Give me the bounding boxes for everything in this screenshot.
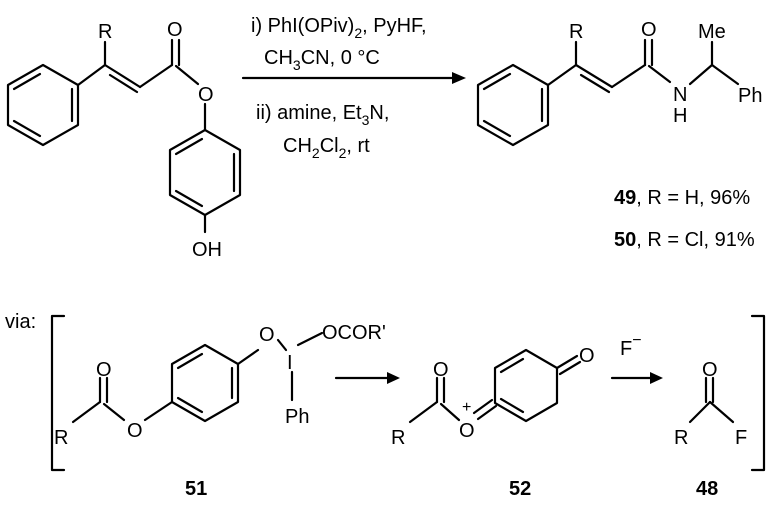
product-phenyl-ring <box>476 63 550 147</box>
phenyl-group: Ph <box>738 85 762 107</box>
iodine-atom: I <box>287 352 293 374</box>
product-amide: R O N H Me Ph <box>476 19 762 147</box>
arrow-52-to-48 <box>610 372 663 384</box>
arrow-51-to-52 <box>334 372 400 384</box>
reaction-arrow <box>241 72 466 84</box>
condition-line-4: CH2Cl2, rt <box>283 135 370 161</box>
intermediate-51-phenyl: Ph <box>285 406 309 428</box>
yield-50: 50, R = Cl, 91% <box>614 229 755 251</box>
acyl-fluoride-fluorine: F <box>735 427 747 449</box>
right-bracket <box>750 314 766 472</box>
acyloxy-ligand: OCOR' <box>322 322 386 344</box>
methyl-group: Me <box>698 21 726 43</box>
intermediate-52-carbonyl-oxygen: O <box>433 359 449 381</box>
product-substituent-r: R <box>569 21 583 43</box>
intermediate-51-ester-oxygen: O <box>127 420 143 442</box>
via-label: via: <box>5 311 36 333</box>
intermediate-51: R O O O I OCOR' Ph 51 <box>54 322 386 500</box>
intermediate-51-carbonyl-oxygen: O <box>96 359 112 381</box>
amide-nitrogen: N <box>673 84 687 106</box>
compound-label-48: 48 <box>696 478 718 500</box>
hydroxyl-group: OH <box>192 239 222 261</box>
acyl-fluoride-r: R <box>674 427 688 449</box>
quinone-oxygen: O <box>579 345 595 367</box>
acyl-fluoride-oxygen: O <box>702 359 718 381</box>
intermediate-51-r: R <box>54 427 68 449</box>
compound-label-52: 52 <box>509 478 531 500</box>
intermediate-52: R O O + O 52 <box>391 345 595 500</box>
condition-line-3: ii) amine, Et3N, <box>256 102 389 128</box>
ester-oxygen: O <box>198 84 214 106</box>
quinone-ring <box>493 348 559 423</box>
amide-hydrogen: H <box>673 105 687 127</box>
intermediate-52-r: R <box>391 427 405 449</box>
condition-line-2: CH3CN, 0 °C <box>264 47 380 73</box>
left-bracket <box>50 314 66 472</box>
amide-oxygen: O <box>641 19 657 41</box>
condition-line-1: i) PhI(OPiv)2, PyHF, <box>251 15 427 41</box>
starting-material: R O O OH <box>6 19 242 261</box>
acyl-fluoride-48: R O F 48 <box>674 359 747 500</box>
carbonyl-oxygen: O <box>167 19 183 41</box>
substituent-r: R <box>98 21 112 43</box>
fluoride-ion: F− <box>620 332 642 360</box>
intermediate-51-ring <box>170 343 240 423</box>
intermediate-51-aryl-oxygen: O <box>259 324 275 346</box>
yield-49: 49, R = H, 96% <box>614 187 750 209</box>
positive-charge: + <box>462 399 471 416</box>
oxonium-oxygen: O <box>459 420 475 442</box>
phenyl-ring <box>6 63 80 147</box>
compound-label-51: 51 <box>185 478 207 500</box>
phenol-ring <box>168 128 242 217</box>
